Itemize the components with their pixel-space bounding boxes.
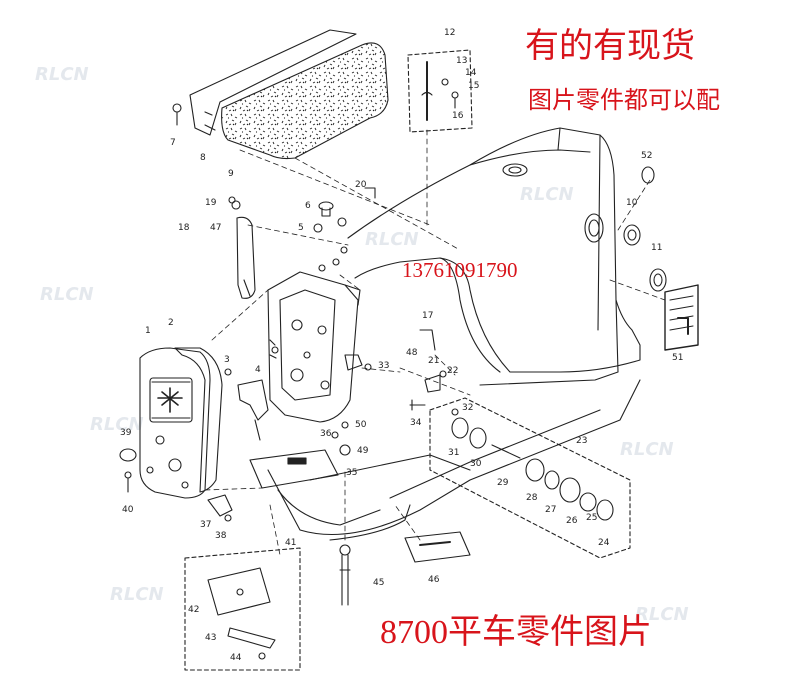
parts-39-40 <box>119 448 137 493</box>
part-label-45: 45 <box>373 578 384 588</box>
machine-bed <box>267 379 641 541</box>
machine-arm-body <box>347 127 641 386</box>
part-label-32: 32 <box>462 403 473 413</box>
bracket-47 <box>231 200 256 299</box>
part-label-33: 33 <box>378 361 389 371</box>
needle-plate <box>249 421 351 489</box>
part-label-42: 42 <box>188 605 199 615</box>
part-label-46: 46 <box>428 575 440 585</box>
face-plate <box>139 347 211 499</box>
watermark-7: RLCN <box>520 184 574 205</box>
part-label-25: 25 <box>586 513 597 523</box>
stock-available-title: 有的有现货 <box>525 26 695 66</box>
part-label-9: 9 <box>228 169 234 179</box>
part-label-16: 16 <box>452 111 464 121</box>
part-label-49: 49 <box>357 446 369 456</box>
bed-slide-kit <box>184 547 301 671</box>
parts-matchable-subtitle: 图片零件都可以配 <box>528 86 720 114</box>
part-label-26: 26 <box>566 516 578 526</box>
part-label-50: 50 <box>355 420 367 430</box>
label-plate-51 <box>664 284 699 351</box>
part-label-1: 1 <box>145 326 151 336</box>
part-label-5: 5 <box>298 223 304 233</box>
right-side-parts <box>623 166 667 292</box>
part-label-8: 8 <box>200 153 206 163</box>
head-frame <box>267 271 361 423</box>
part-label-13: 13 <box>456 56 467 66</box>
part-label-37: 37 <box>200 520 211 530</box>
watermark-3: RLCN <box>110 584 164 605</box>
top-cover <box>221 42 389 160</box>
watermark-4: RLCN <box>365 229 419 250</box>
part-label-20: 20 <box>355 180 367 190</box>
part-label-22: 22 <box>447 366 458 376</box>
part-label-43: 43 <box>205 633 216 643</box>
part-label-30: 30 <box>470 459 482 469</box>
part-label-23: 23 <box>576 436 587 446</box>
part-label-17: 17 <box>422 311 433 321</box>
part-label-47: 47 <box>210 223 221 233</box>
phone-number: 13761091790 <box>402 258 518 282</box>
part-label-41: 41 <box>285 538 296 548</box>
part-label-51: 51 <box>672 353 683 363</box>
part-labels: 1234567891011121314151617181920212223242… <box>120 28 683 663</box>
part-label-4: 4 <box>255 365 261 375</box>
slide-plate-46 <box>404 531 471 563</box>
hook-shaft-assembly <box>429 397 631 559</box>
watermark-8: RLCN <box>90 414 144 435</box>
part-label-38: 38 <box>215 531 227 541</box>
footer-caption: 8700平车零件图片 <box>380 614 652 651</box>
presser-parts <box>224 368 269 441</box>
top-cover-gasket <box>189 29 357 136</box>
leader-lines <box>204 129 666 556</box>
part-label-10: 10 <box>626 198 638 208</box>
part-label-7: 7 <box>170 138 176 148</box>
watermark-layer: RLCN RLCN RLCN RLCN RLCN RLCN RLCN RLCN <box>35 64 689 625</box>
post-45 <box>339 544 351 606</box>
part-label-29: 29 <box>497 478 509 488</box>
part-label-35: 35 <box>346 468 357 478</box>
part-label-15: 15 <box>468 81 479 91</box>
face-plate-gasket <box>174 347 223 493</box>
part-label-14: 14 <box>465 68 477 78</box>
part-label-31: 31 <box>448 448 459 458</box>
screw-7 <box>172 103 182 126</box>
watermark-6: RLCN <box>635 604 689 625</box>
thread-take-up-parts <box>344 329 447 411</box>
part-label-11: 11 <box>651 243 662 253</box>
watermark-5: RLCN <box>620 439 674 460</box>
part-label-34: 34 <box>410 418 422 428</box>
part-label-40: 40 <box>122 505 134 515</box>
part-label-3: 3 <box>224 355 230 365</box>
part-label-12: 12 <box>444 28 455 38</box>
part-label-44: 44 <box>230 653 242 663</box>
watermark-1: RLCN <box>35 64 89 85</box>
part-label-28: 28 <box>526 493 538 503</box>
watermark-2: RLCN <box>40 284 94 305</box>
part-label-2: 2 <box>168 318 174 328</box>
part-label-6: 6 <box>305 201 311 211</box>
part-label-27: 27 <box>545 505 556 515</box>
part-label-21: 21 <box>428 356 439 366</box>
part-label-19: 19 <box>205 198 217 208</box>
parts-37-38 <box>207 494 233 522</box>
part-label-24: 24 <box>598 538 610 548</box>
part-label-18: 18 <box>178 223 190 233</box>
part-label-52: 52 <box>641 151 652 161</box>
part-label-39: 39 <box>120 428 132 438</box>
thread-tension-assembly <box>407 49 473 133</box>
small-parts-upper <box>228 187 376 272</box>
part-label-48: 48 <box>406 348 418 358</box>
part-label-36: 36 <box>320 429 332 439</box>
